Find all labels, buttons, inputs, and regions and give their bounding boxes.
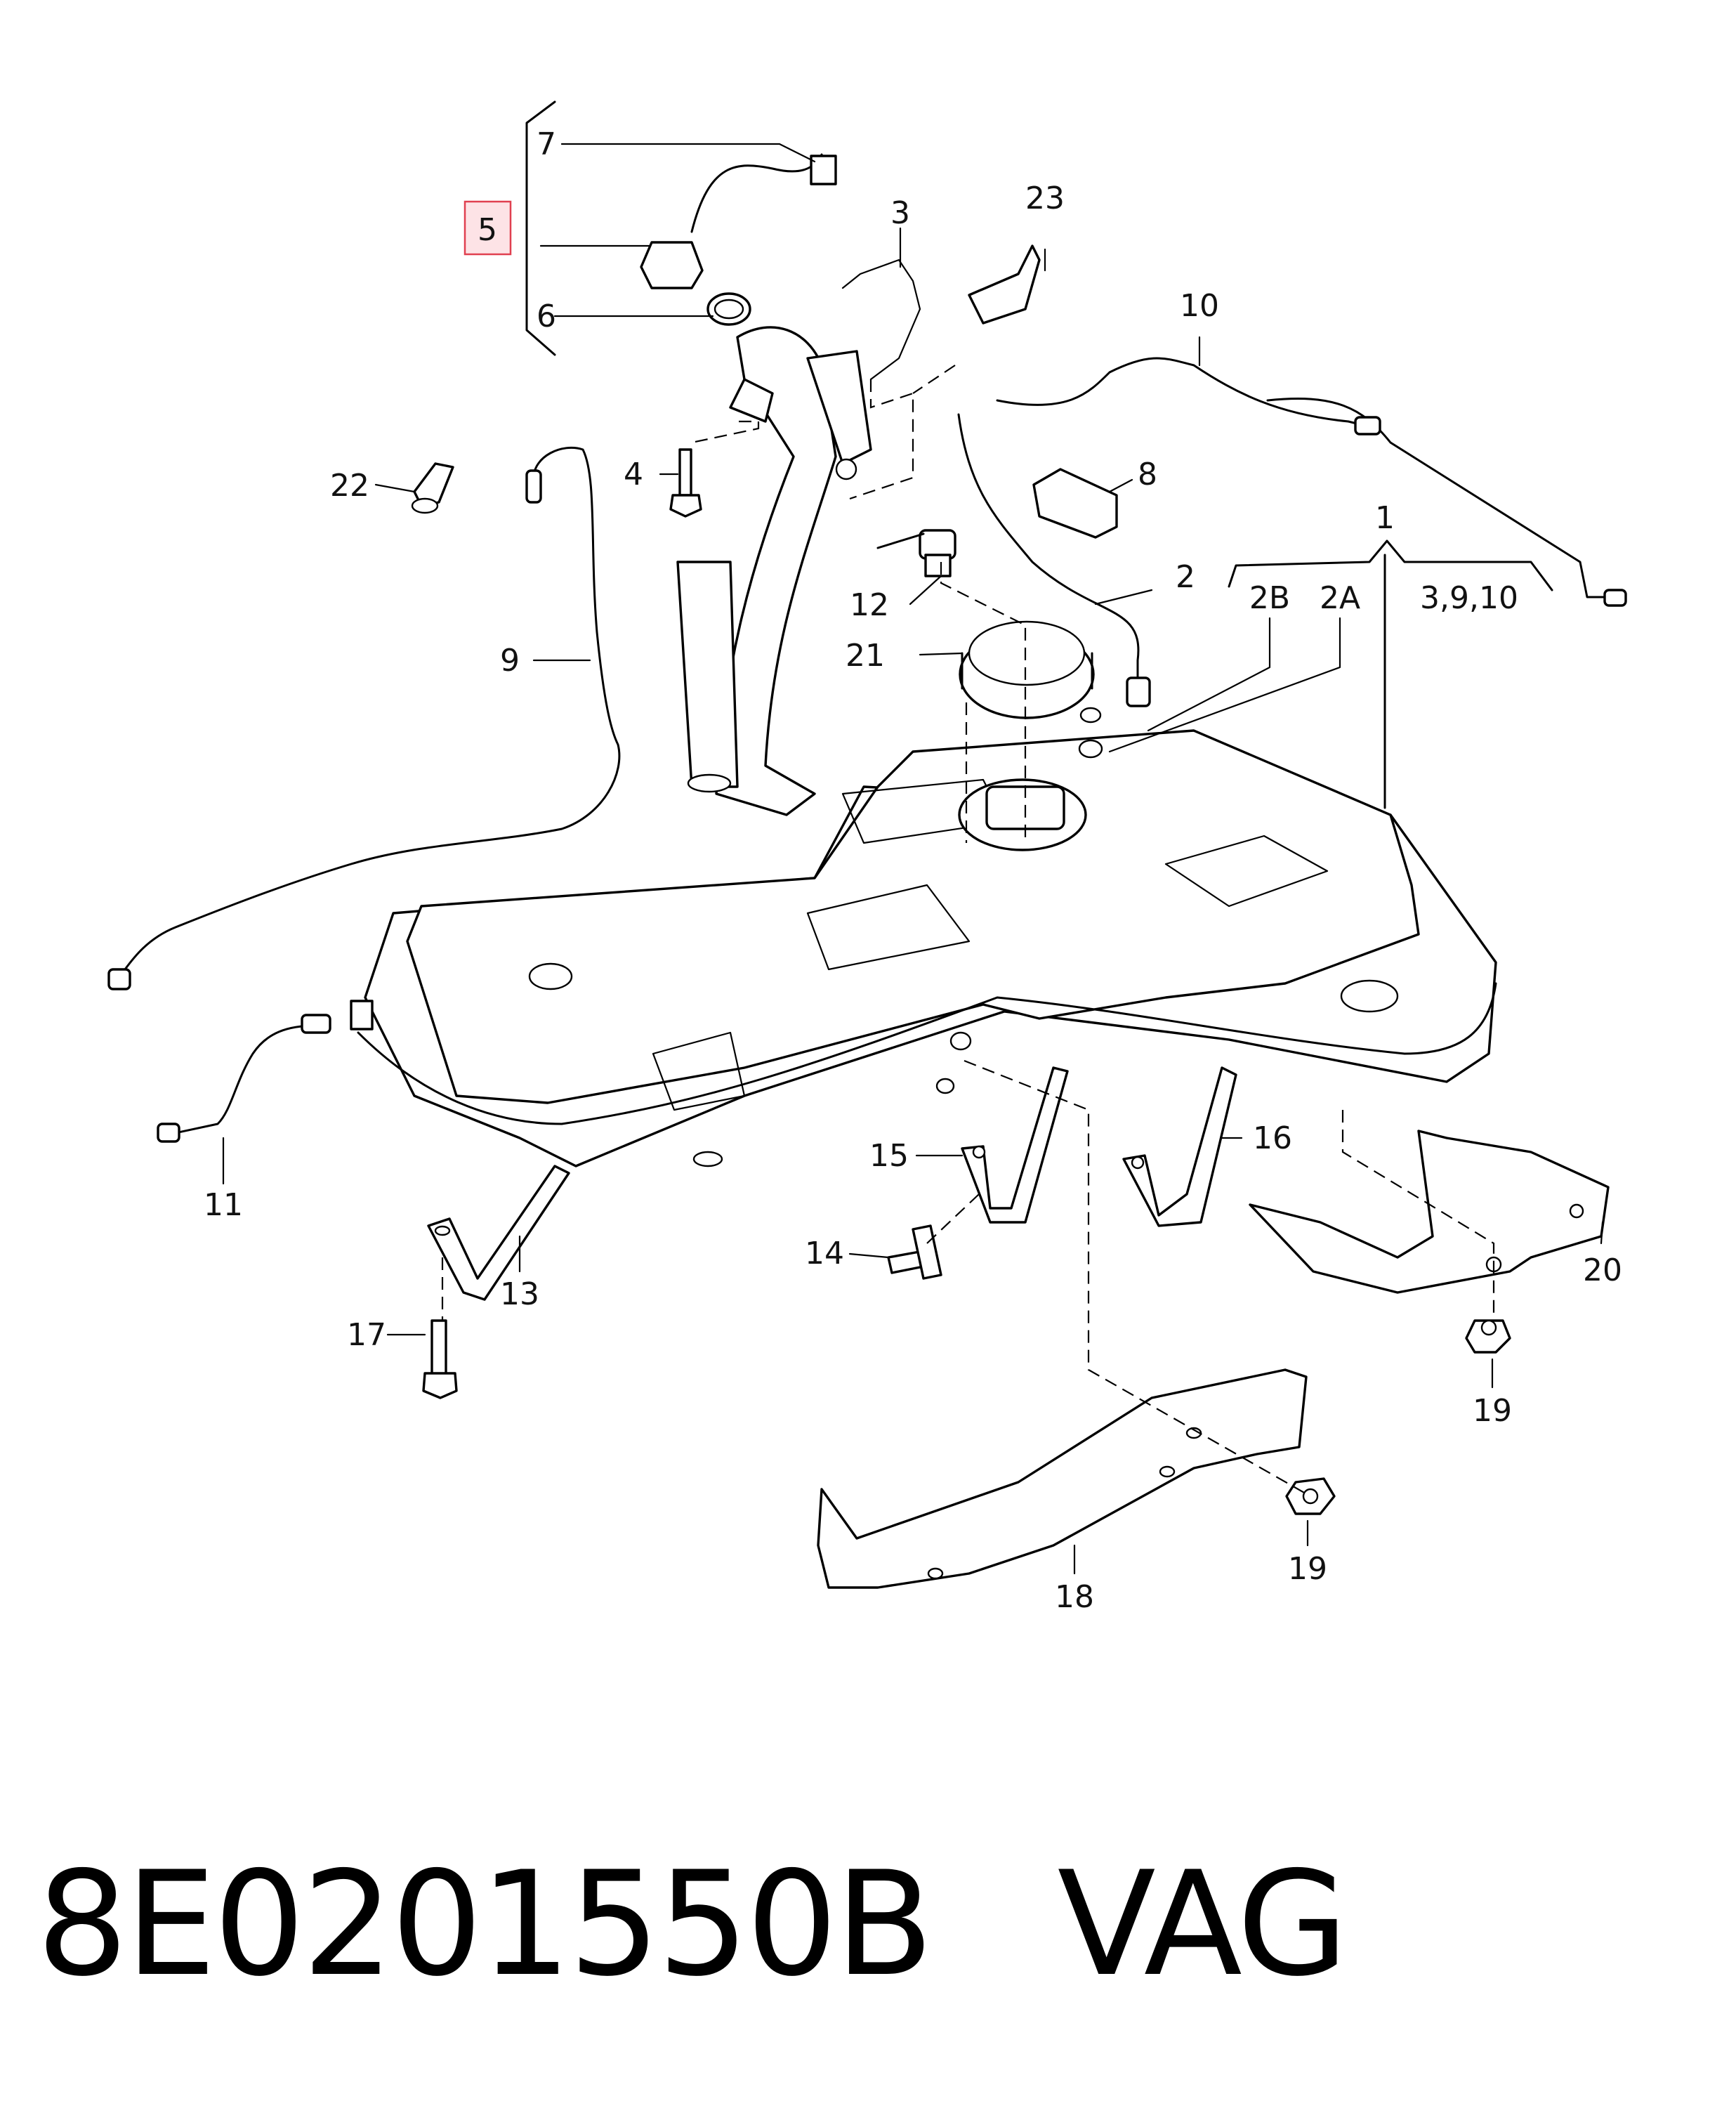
vendor-name: VAG	[1057, 1841, 1349, 2008]
callout-17: 17	[347, 1317, 386, 1353]
hose-2	[957, 413, 1140, 697]
strap-13	[427, 1165, 570, 1301]
filler-neck	[676, 326, 872, 816]
sensor-lead-3	[841, 259, 921, 381]
nut-19-right	[1465, 1319, 1511, 1354]
callout-15: 15	[869, 1138, 909, 1174]
fuel-cap-assembly	[640, 153, 837, 326]
bracket-23	[968, 244, 1041, 325]
callout-12: 12	[850, 587, 889, 623]
callout-18: 18	[1055, 1579, 1094, 1615]
callout-11: 11	[204, 1187, 243, 1223]
callout-1: 1	[1375, 500, 1395, 536]
callout-3-9-10: 3,9,10	[1420, 580, 1518, 616]
heat-shield-20	[1249, 1130, 1610, 1294]
strap-15	[961, 1066, 1069, 1224]
callout-2b: 2B	[1249, 580, 1290, 616]
seal-2b	[1079, 707, 1102, 724]
callout-16: 16	[1253, 1120, 1292, 1156]
callout-2a: 2A	[1320, 580, 1360, 616]
part-number: 8E0201550B	[37, 1841, 934, 2008]
callout-2: 2	[1176, 559, 1195, 595]
callout-19-lower: 19	[1288, 1551, 1327, 1587]
leader-lines	[222, 143, 1604, 1575]
bolt-4	[669, 448, 702, 518]
fuel-tank	[350, 554, 1497, 1167]
sleeve-8	[1032, 468, 1118, 539]
callout-10: 10	[1180, 288, 1219, 324]
bolt-14	[887, 1224, 942, 1280]
heat-shield-18	[817, 1368, 1308, 1589]
callout-13: 13	[500, 1276, 539, 1312]
bolt-17	[422, 1319, 458, 1399]
hose-11	[167, 1024, 317, 1136]
callout-23: 23	[1025, 181, 1065, 216]
callout-14: 14	[805, 1236, 844, 1271]
callout-21: 21	[846, 638, 885, 674]
callout-6: 6	[537, 299, 556, 334]
callout-5: 5	[478, 212, 497, 248]
seal-2a	[1078, 739, 1103, 759]
callout-3: 3	[890, 195, 910, 231]
hose-9	[118, 446, 621, 978]
highlight-box-5	[463, 200, 512, 256]
lock-ring-21	[959, 620, 1095, 719]
part-caption: 8E0201550B VAG	[37, 1841, 1349, 2008]
callout-4: 4	[624, 457, 643, 492]
callout-19-right: 19	[1473, 1393, 1512, 1429]
vent-line-10	[996, 357, 1364, 426]
strap-16	[1122, 1066, 1237, 1227]
callout-22: 22	[330, 468, 369, 504]
callout-9: 9	[500, 643, 520, 679]
callout-20: 20	[1583, 1252, 1622, 1288]
connector-12	[876, 529, 956, 577]
callout-8: 8	[1138, 457, 1157, 492]
callout-7: 7	[537, 126, 556, 162]
